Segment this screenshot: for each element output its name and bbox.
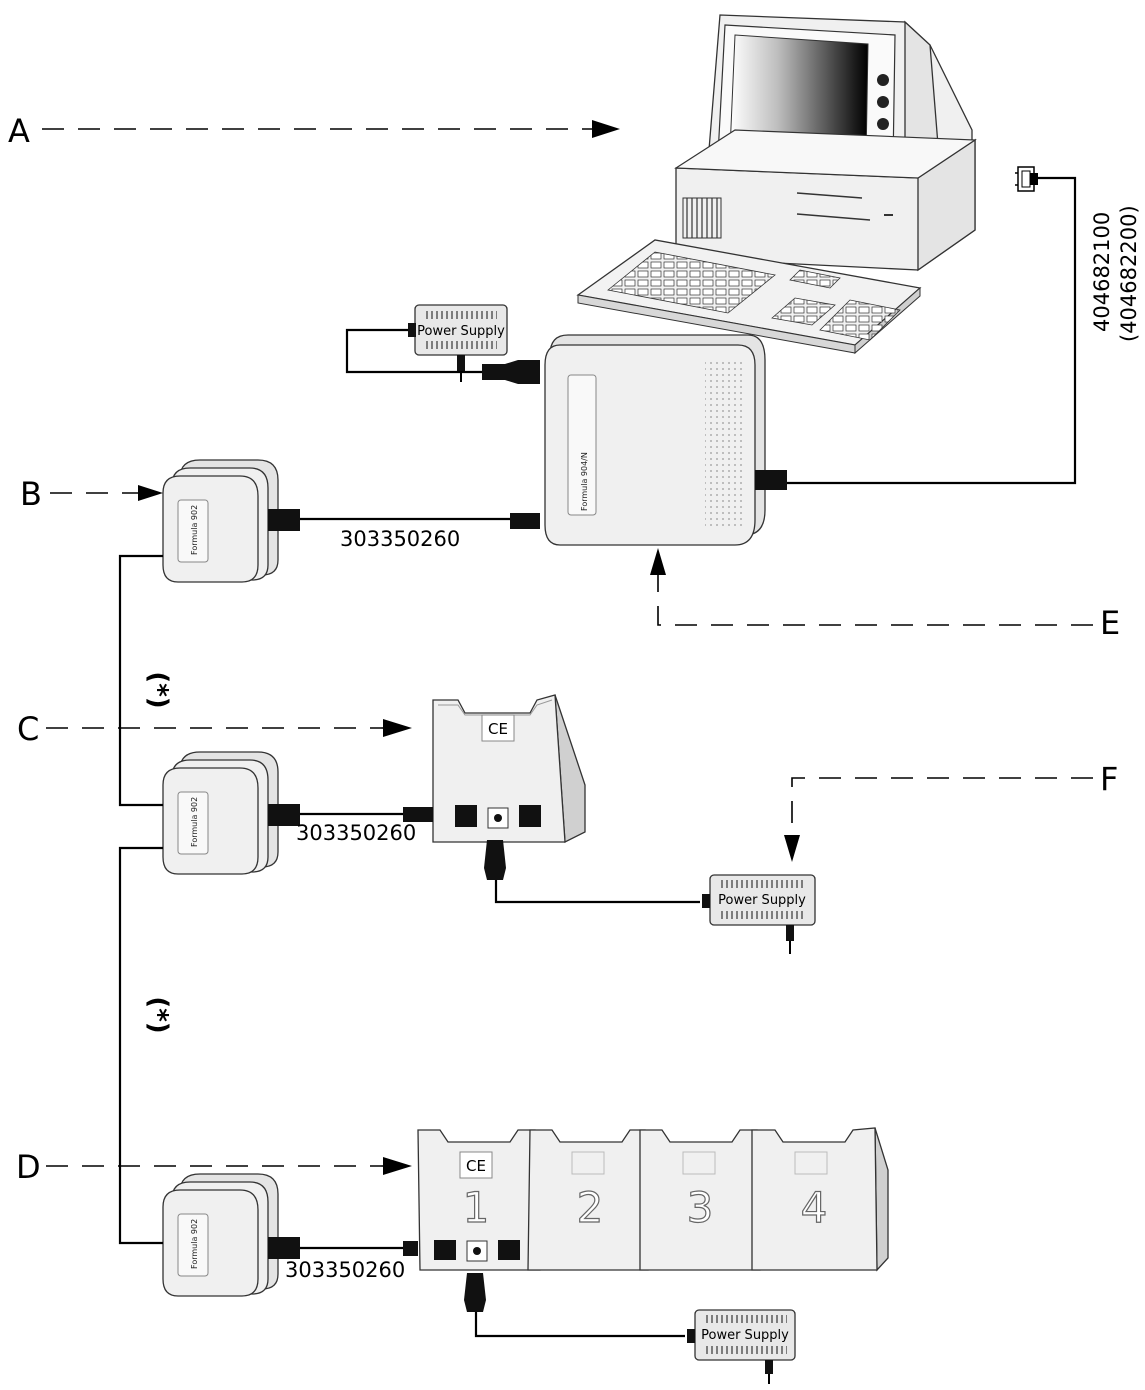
link-cable-2-part-number: 303350260 xyxy=(296,821,416,845)
power-supply-multi-charger-label: Power Supply xyxy=(701,1328,789,1343)
single-charger-ce-mark: CE xyxy=(488,720,508,738)
callout-e-leader xyxy=(657,575,1093,626)
callout-a: A xyxy=(8,112,30,150)
charger-slot-3: 3 xyxy=(687,1183,714,1232)
keyboard xyxy=(576,239,922,355)
multi-charger-dc-plug xyxy=(464,1273,486,1312)
charger-slot-4: 4 xyxy=(801,1183,828,1232)
interface-model-label: Formula 904/N xyxy=(580,452,589,511)
callout-b-arrowhead xyxy=(138,485,163,501)
callout-f-arrowhead xyxy=(784,835,800,862)
power-supply-single-charger-label: Power Supply xyxy=(718,893,806,908)
psu-top-dc-plug xyxy=(482,360,540,384)
serial-connector xyxy=(1015,166,1038,192)
charger-slot-1: 1 xyxy=(463,1183,490,1232)
optional-mark-upper: (*) xyxy=(143,671,173,708)
callout-f-leader xyxy=(791,777,1093,835)
radio-module-1-label: Formula 902 xyxy=(190,505,199,555)
single-charger-dc-plug xyxy=(484,840,506,880)
power-supply-multi-charger: Power Supply xyxy=(687,1309,796,1384)
callout-f: F xyxy=(1100,760,1118,798)
power-supply-top-label: Power Supply xyxy=(417,324,505,339)
callout-e-arrowhead xyxy=(650,548,666,575)
bus-cable-upper xyxy=(118,554,163,807)
radio-module-3-label: Formula 902 xyxy=(190,1219,199,1269)
charger-slot-2: 2 xyxy=(577,1183,604,1232)
callout-e: E xyxy=(1100,604,1120,642)
radio-module-3: Formula 902 xyxy=(162,1173,300,1297)
multi-charger: CE 1 2 3 4 xyxy=(403,1127,889,1272)
pc-cable-alt-part-number: (404682200) xyxy=(1117,205,1141,342)
power-supply-top: Power Supply xyxy=(408,304,508,382)
multi-charger-ce-mark: CE xyxy=(466,1157,486,1175)
power-supply-single-charger: Power Supply xyxy=(702,874,816,954)
callout-d: D xyxy=(16,1148,41,1186)
computer xyxy=(576,14,977,355)
bus-cable-lower xyxy=(118,846,163,1245)
interface-unit-904n: Formula 904/N xyxy=(510,334,787,546)
link-cable-1-part-number: 303350260 xyxy=(340,527,460,551)
pc-cable-part-number: 404682100 xyxy=(1090,212,1114,332)
callout-b: B xyxy=(20,475,42,513)
link-cable-3-part-number: 303350260 xyxy=(285,1258,405,1282)
psu-top-cable xyxy=(345,328,482,374)
optional-mark-lower: (*) xyxy=(143,996,173,1033)
radio-module-1: Formula 902 xyxy=(162,459,300,583)
callout-d-arrowhead xyxy=(383,1157,412,1175)
system-unit xyxy=(674,129,977,272)
single-charger-psu-cable xyxy=(494,880,700,904)
single-charger: CE xyxy=(403,694,586,844)
pc-serial-cable xyxy=(785,176,1077,485)
callout-c-arrowhead xyxy=(383,719,412,737)
multi-charger-psu-cable xyxy=(474,1312,685,1338)
callout-c: C xyxy=(17,710,39,748)
callout-a-arrowhead xyxy=(592,120,620,138)
radio-module-2-label: Formula 902 xyxy=(190,797,199,847)
radio-module-2: Formula 902 xyxy=(162,751,300,875)
